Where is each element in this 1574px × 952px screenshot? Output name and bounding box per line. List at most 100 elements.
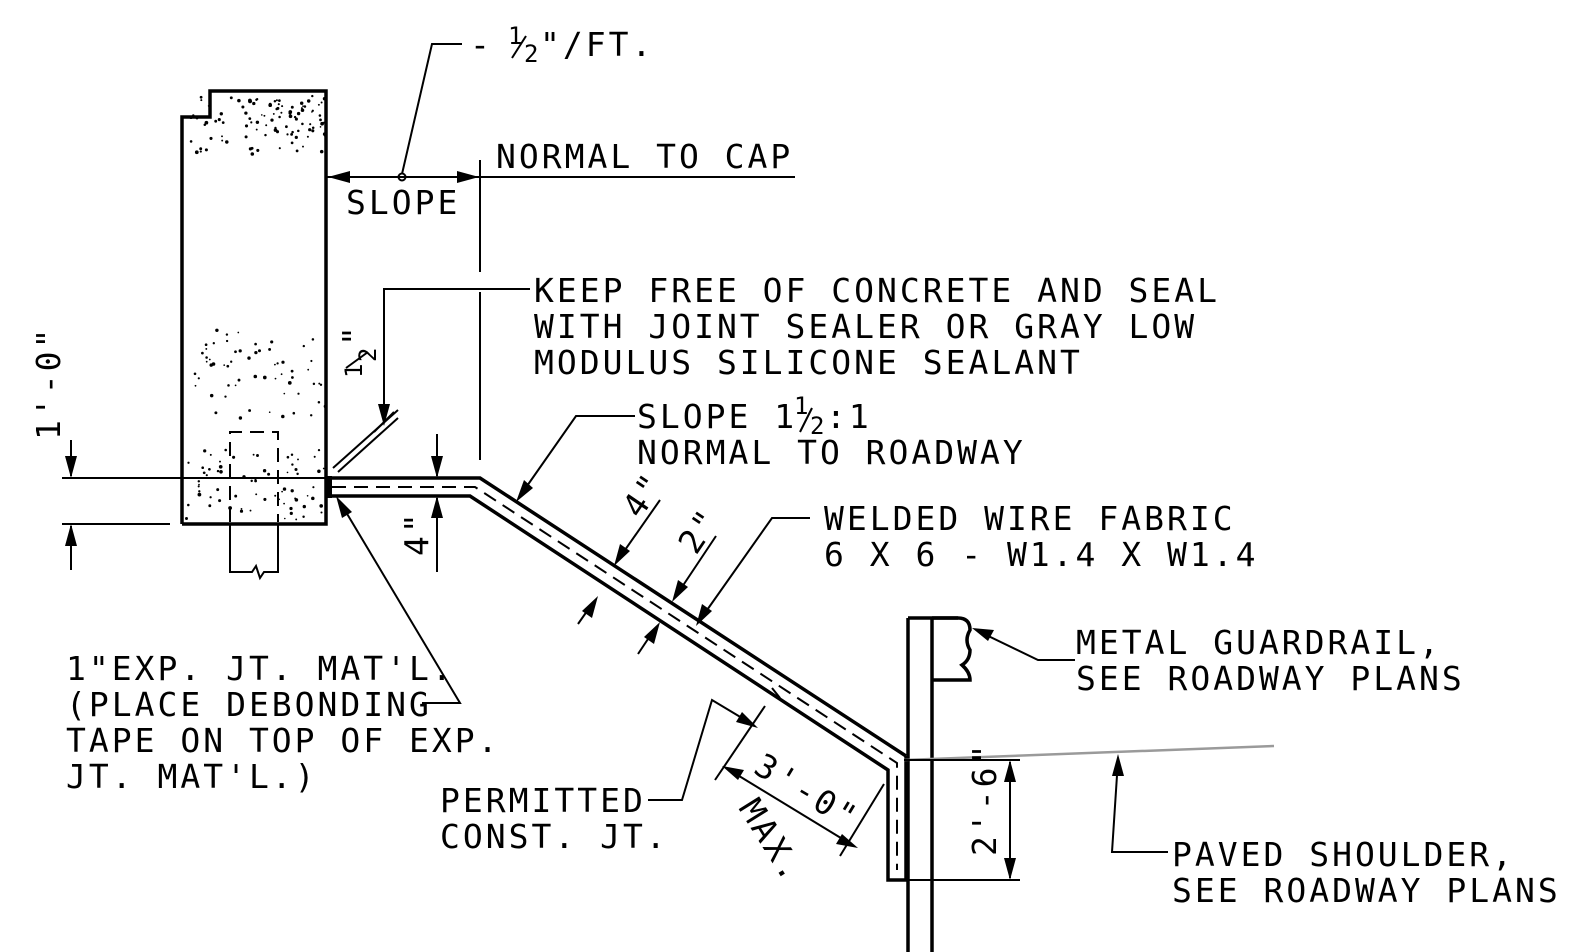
stipple-dot xyxy=(318,382,321,385)
stipple-dot xyxy=(205,360,208,363)
stipple-dot xyxy=(194,384,197,387)
four-inch-label-slab: 4" xyxy=(614,465,672,525)
stipple-dot xyxy=(239,509,244,513)
stipple-dot xyxy=(290,369,294,373)
stipple-dot xyxy=(289,506,293,511)
slope-rate-prefix: - xyxy=(470,25,493,64)
stipple-dot xyxy=(310,359,313,363)
stipple-dot xyxy=(322,96,327,101)
stipple-dot xyxy=(286,133,289,136)
slope-ratio-leader xyxy=(516,415,635,502)
stipple-dot xyxy=(293,115,297,119)
slope-ratio-line-1b: :1 xyxy=(826,397,872,436)
stipple-dot xyxy=(256,148,260,152)
stipple-dot xyxy=(205,347,208,350)
stipple-dot xyxy=(291,376,294,379)
keep-free-line-2: WITH JOINT SEALER OR GRAY LOW xyxy=(534,307,1197,346)
stipple-dot xyxy=(254,479,257,483)
concrete-stipple xyxy=(185,94,327,521)
stipple-dot xyxy=(189,140,193,143)
stipple-dot xyxy=(276,362,279,365)
stipple-dot xyxy=(301,122,304,126)
stipple-dot xyxy=(320,511,323,514)
welded-wire-leader xyxy=(696,517,810,626)
stipple-dot xyxy=(214,411,218,415)
stipple-dot xyxy=(283,502,285,505)
slope-ratio-numerator: 1 xyxy=(794,392,811,420)
stipple-dot xyxy=(249,509,252,512)
stipple-dot xyxy=(268,103,273,108)
stipple-dot xyxy=(197,492,202,497)
stipple-dot xyxy=(281,360,285,364)
stipple-dot xyxy=(211,362,216,366)
stipple-dot xyxy=(286,455,290,459)
stipple-dot xyxy=(197,377,200,380)
stipple-dot xyxy=(215,328,219,333)
stipple-dot xyxy=(320,101,323,104)
stipple-dot xyxy=(238,349,242,353)
stipple-dot xyxy=(290,132,294,136)
stipple-dot xyxy=(194,150,199,155)
stipple-dot xyxy=(250,121,253,124)
stipple-dot xyxy=(247,356,251,360)
stipple-dot xyxy=(262,469,267,473)
stipple-dot xyxy=(311,94,314,98)
welded-wire-line-2: 6 X 6 - W1.4 X W1.4 xyxy=(824,535,1259,574)
stipple-dot xyxy=(299,101,304,105)
stipple-dot xyxy=(224,448,227,452)
stipple-dot xyxy=(205,474,208,477)
stipple-dot xyxy=(311,129,315,133)
stipple-dot xyxy=(255,493,258,496)
stipple-dot xyxy=(199,150,202,153)
stipple-dot xyxy=(187,461,190,464)
stipple-dot xyxy=(209,496,212,499)
stipple-dot xyxy=(214,119,218,123)
stipple-dot xyxy=(274,377,277,380)
keep-free-line-1: KEEP FREE OF CONCRETE AND SEAL xyxy=(534,271,1220,310)
stipple-dot xyxy=(237,331,240,334)
stipple-dot xyxy=(250,152,255,156)
slope-rate-suffix: "/FT. xyxy=(540,25,654,64)
paved-shoulder-line-1: PAVED SHOULDER, xyxy=(1172,835,1515,874)
stipple-dot xyxy=(241,105,245,109)
welded-wire-line-1: WELDED WIRE FABRIC xyxy=(824,499,1236,538)
stipple-dot xyxy=(199,147,203,151)
stipple-dot xyxy=(302,105,304,107)
stipple-dot xyxy=(238,416,243,420)
stipple-dot xyxy=(312,382,316,386)
exp-jt-leader xyxy=(336,496,462,704)
stipple-dot xyxy=(265,124,268,127)
stipple-dot xyxy=(292,411,296,415)
stipple-dot xyxy=(197,485,200,488)
exp-jt-line-4: JT. MAT'L.) xyxy=(66,757,318,796)
slope-rate-numerator: 1 xyxy=(508,22,525,50)
stipple-dot xyxy=(317,469,321,474)
stipple-dot xyxy=(290,489,294,493)
stipple-dot xyxy=(302,504,306,509)
stipple-dot xyxy=(306,494,309,497)
stipple-dot xyxy=(311,126,315,129)
slope-dimension xyxy=(326,43,795,460)
pier-cap xyxy=(180,89,328,581)
stipple-dot xyxy=(280,373,283,376)
stipple-dot xyxy=(218,499,222,503)
half-inch-mark: " xyxy=(335,323,374,346)
stipple-dot xyxy=(291,463,294,466)
stipple-dot xyxy=(319,149,324,154)
stipple-dot xyxy=(294,117,298,121)
stipple-dot xyxy=(237,378,241,382)
stipple-dot xyxy=(296,472,299,476)
stipple-dot xyxy=(322,467,325,470)
half-inch-numerator: 1 xyxy=(340,361,368,378)
stipple-dot xyxy=(192,114,195,117)
stipple-dot xyxy=(306,99,311,103)
stipple-dot xyxy=(195,116,199,120)
stipple-dot xyxy=(267,472,271,476)
permitted-line-2: CONST. JT. xyxy=(440,817,669,856)
stipple-dot xyxy=(317,400,321,404)
stipple-dot xyxy=(307,368,310,371)
stipple-dot xyxy=(225,140,229,144)
stipple-dot xyxy=(288,114,293,119)
stipple-dot xyxy=(313,455,316,458)
keep-free-line-3: MODULUS SILICONE SEALANT xyxy=(534,343,1083,382)
